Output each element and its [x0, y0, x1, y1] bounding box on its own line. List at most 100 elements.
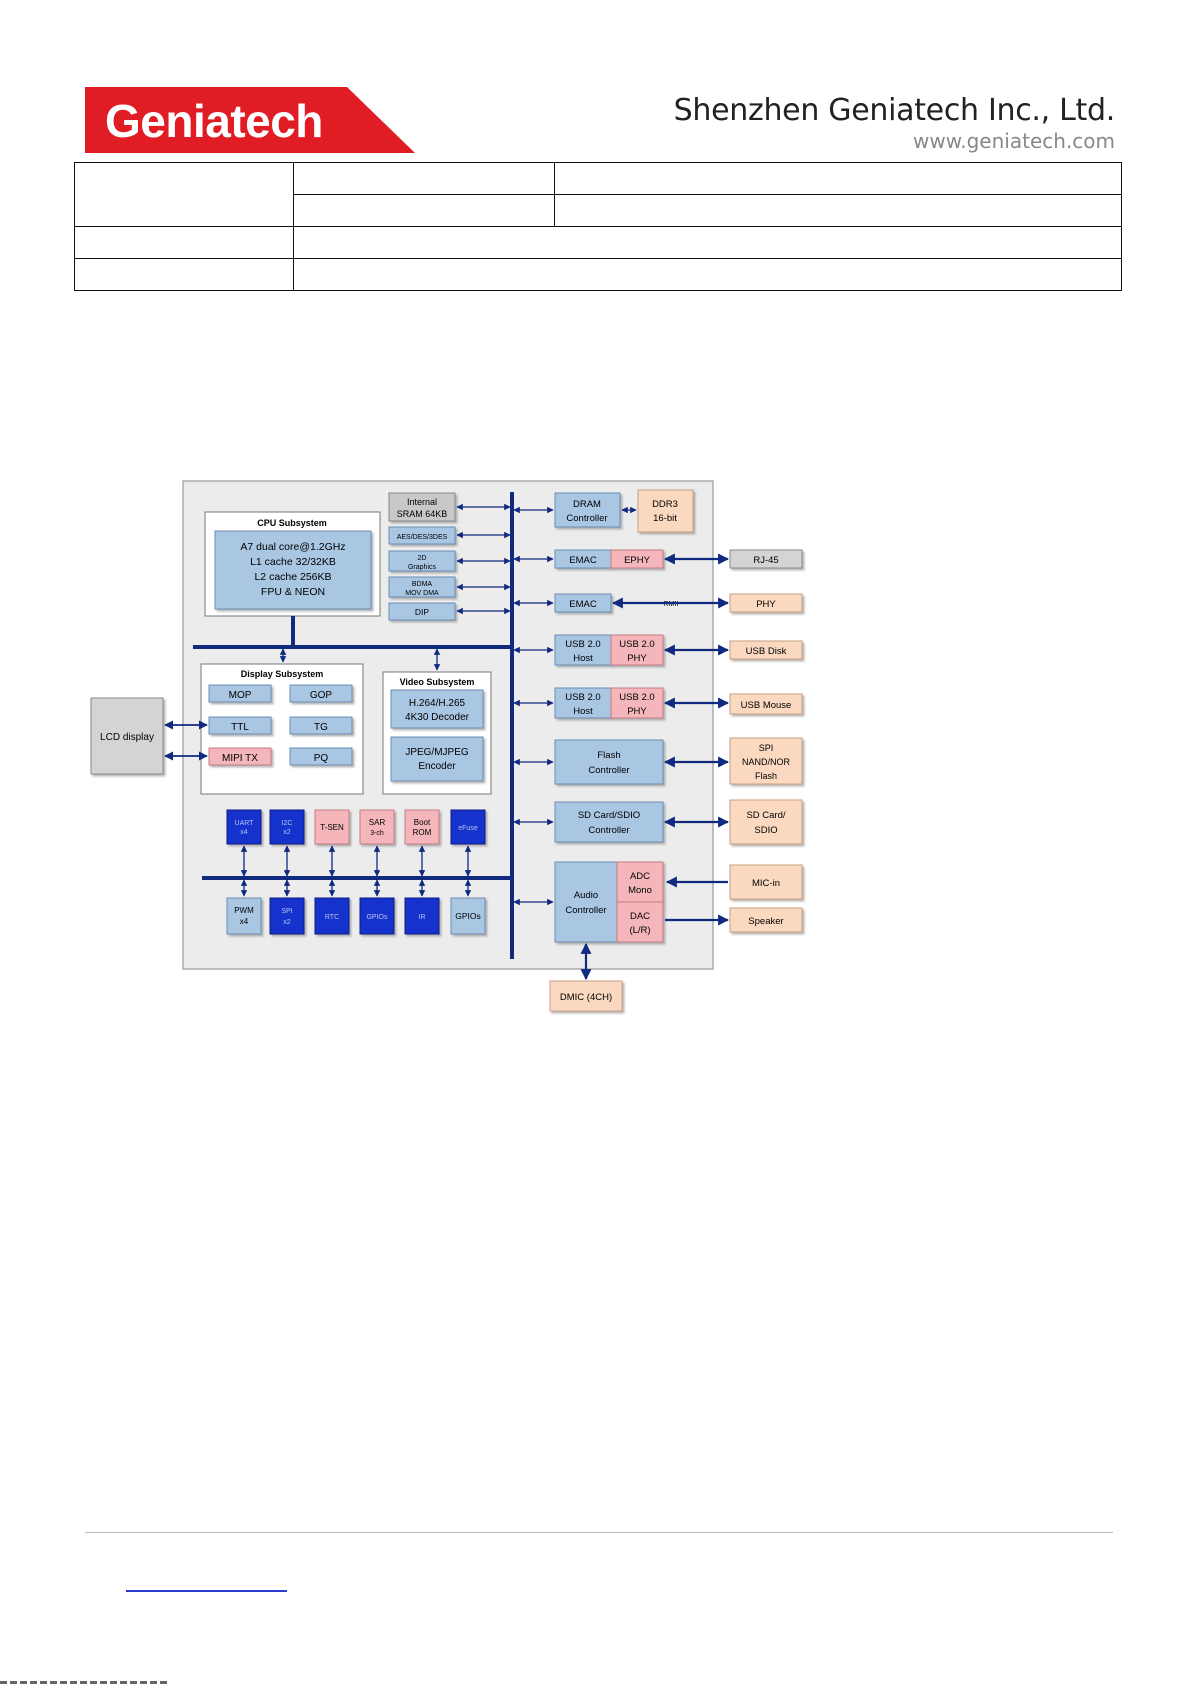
block-shape: [729, 737, 803, 785]
block-label: 16-bit: [653, 513, 677, 524]
internal-sram-block: Internal SRAM 64KB: [388, 492, 456, 522]
block-label: T-SEN: [320, 823, 344, 832]
block-label: PWM: [234, 906, 254, 915]
ddr3-block: DDR3 16-bit: [637, 489, 694, 533]
block-label: Host: [573, 653, 593, 664]
block-label: (L/R): [629, 925, 650, 936]
block-label: 4K30 Decoder: [405, 712, 470, 723]
block-label: AES/DES/3DES: [397, 534, 448, 541]
block-shape: [729, 799, 803, 845]
adc-block: ADC Mono: [616, 861, 664, 903]
usb-mouse-block: USB Mouse: [729, 693, 803, 715]
block-label: USB 2.0: [565, 639, 600, 650]
block-label: SDIO: [754, 825, 777, 836]
block-shape: [729, 693, 803, 715]
gpios-block: GPIOs: [450, 897, 486, 935]
table-row: [74, 226, 1122, 259]
block-label: x2: [283, 919, 291, 926]
block-label: 2D: [418, 555, 427, 562]
block-label: SD Card/SDIO: [578, 810, 640, 821]
block-label: ROM: [413, 828, 432, 837]
phy-block: PHY: [729, 593, 803, 613]
block-shape: [388, 576, 456, 598]
dmic-block: DMIC (4CH): [549, 980, 623, 1012]
block-shape: [450, 897, 486, 935]
company-website: www.geniatech.com: [913, 129, 1115, 153]
block-label: DMIC (4CH): [560, 992, 612, 1003]
block-label: RJ-45: [753, 555, 778, 566]
block-label: ADC: [630, 871, 650, 882]
block-label: Boot: [414, 818, 431, 827]
cpu-line-1: A7 dual core@1.2GHz: [240, 541, 345, 553]
block-label: MOP: [229, 690, 252, 701]
block-label: SRAM 64KB: [397, 509, 448, 519]
block-shape: [729, 593, 803, 613]
block-label: Controller: [588, 765, 629, 776]
table-cell: [554, 162, 1122, 195]
block-shape: [549, 980, 623, 1012]
block-label: Encoder: [418, 761, 456, 772]
table-row: [75, 194, 1122, 227]
block-shape: [554, 861, 618, 943]
block-label: MIPI TX: [222, 753, 258, 764]
encoder-block: JPEG/MJPEG Encoder: [390, 736, 484, 782]
block-shape: [554, 801, 664, 843]
block-label: MIC-in: [752, 878, 780, 889]
block-label: PHY: [627, 706, 647, 717]
block-shape: [404, 897, 440, 935]
block-shape: [269, 897, 305, 935]
block-shape: [289, 716, 353, 735]
block-label: Speaker: [748, 916, 783, 927]
block-shape: [388, 492, 456, 522]
block-shape: [226, 809, 262, 845]
block-label: SPI: [281, 908, 292, 915]
block-label: H.264/H.265: [409, 698, 466, 709]
table-cell: [554, 194, 1122, 227]
block-label: DDR3: [652, 499, 678, 510]
lcd-display-block: LCD display: [90, 697, 164, 775]
block-label: TG: [314, 722, 328, 733]
logo-red-banner: [85, 87, 415, 153]
block-shape: [208, 716, 272, 735]
cpu-line-2: L1 cache 32/32KB: [250, 556, 336, 568]
dac-block: DAC (L/R): [616, 901, 664, 943]
usb-phy1-block: USB 2.0 PHY: [610, 634, 664, 666]
table-cell: [74, 258, 294, 291]
logo-text: Geniatech: [105, 95, 323, 147]
block-shape: [359, 809, 395, 845]
block-label: NAND/NOR: [742, 757, 791, 767]
block-label: USB Disk: [746, 646, 787, 657]
block-diagram: CPU Subsystem A7 dual core@1.2GHz L1 cac…: [90, 480, 803, 1012]
block-shape: [616, 861, 664, 903]
system-bus: [193, 492, 514, 959]
mic-in-block: MIC-in: [729, 864, 803, 900]
block-label: PQ: [314, 753, 329, 764]
block-shape: [289, 684, 353, 703]
block-label: Mono: [628, 885, 652, 896]
block-label: x2: [283, 829, 291, 836]
block-label: JPEG/MJPEG: [405, 747, 469, 758]
cpu-line-3: L2 cache 256KB: [254, 571, 331, 583]
pq-block: PQ: [289, 747, 353, 766]
emac1-block: EMAC: [554, 549, 612, 569]
sd-controller-block: SD Card/SDIO Controller: [554, 801, 664, 843]
block-label: MOV DMA: [405, 590, 439, 597]
block-label: x4: [240, 829, 248, 836]
block-label: Internal: [407, 497, 437, 507]
sar-block: SAR 3-ch: [359, 809, 395, 845]
block-label: Audio: [574, 890, 598, 901]
audio-controller-block: Audio Controller: [554, 861, 618, 943]
block-label: Controller: [566, 513, 607, 524]
flash-controller-block: Flash Controller: [554, 739, 664, 785]
block-shape: [208, 747, 272, 766]
block-shape: [388, 602, 456, 621]
block-label: SPI: [759, 743, 774, 753]
block-label: RTC: [325, 914, 339, 921]
footer-link-underline[interactable]: [126, 1590, 287, 1592]
uart-block: UART x4: [226, 809, 262, 845]
block-shape: [90, 697, 164, 775]
block-label: GOP: [310, 690, 333, 701]
cpu-line-4: FPU & NEON: [261, 586, 325, 598]
block-shape: [359, 897, 395, 935]
bdma-block: BDMA MOV DMA: [388, 576, 456, 598]
